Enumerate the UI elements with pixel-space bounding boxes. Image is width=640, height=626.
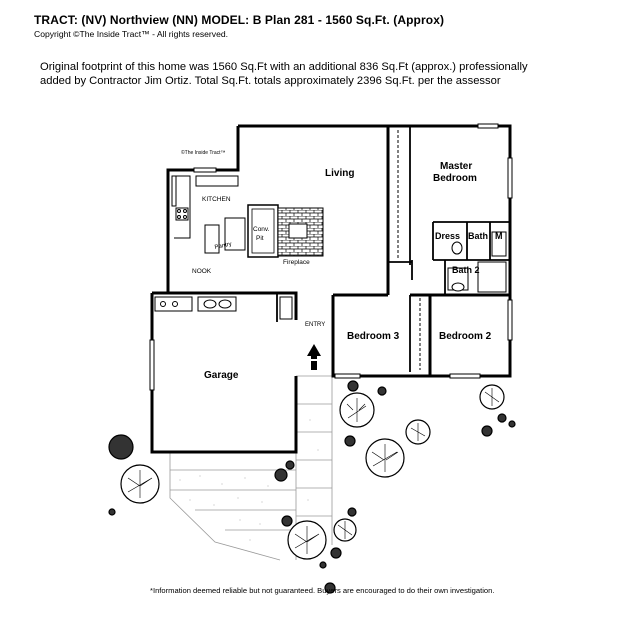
watermark: ©The Inside Tract™ (181, 149, 226, 156)
room-label-fireplace: Fireplace (283, 259, 310, 266)
room-label-pantry: Pantry (214, 241, 232, 250)
room-label-master-1: Master (440, 161, 472, 172)
room-label-kitchen: KITCHEN (202, 196, 231, 203)
bath-fixtures (447, 231, 507, 293)
closet-rods (397, 130, 421, 370)
copyright-notice: Copyright ©The Inside Tract™ - All right… (34, 29, 229, 39)
conversation-pit (247, 204, 324, 258)
room-label-bath: Bath (468, 231, 488, 241)
room-label-garage: Garage (204, 370, 239, 381)
room-label-entry: ENTRY (305, 322, 325, 328)
description-text: Original footprint of this home was 1560… (40, 61, 528, 87)
page-title: TRACT: (NV) Northview (NN) MODEL: B Plan… (34, 13, 445, 27)
disclaimer: *Information deemed reliable but not gua… (150, 586, 495, 595)
room-label-living: Living (325, 168, 354, 179)
windows (149, 123, 513, 391)
driveway-texture (179, 419, 319, 541)
room-label-bedroom2: Bedroom 2 (439, 331, 492, 342)
entry-arrow-icon (307, 344, 321, 370)
room-label-bedroom3: Bedroom 3 (347, 331, 400, 342)
room-label-bath2: Bath 2 (452, 265, 480, 275)
room-label-master-2: Bedroom (433, 173, 477, 184)
room-label-m: M (495, 231, 503, 241)
interior-walls (276, 126, 510, 372)
garage-appliances (154, 296, 293, 320)
room-label-conv-pit-1: Conv. (253, 226, 270, 233)
tree-texture (127, 388, 500, 554)
room-label-dress: Dress (435, 231, 460, 241)
room-label-nook: NOOK (192, 268, 212, 275)
room-label-conv-pit-2: Pit (256, 235, 264, 242)
kitchen-counters (174, 175, 246, 254)
